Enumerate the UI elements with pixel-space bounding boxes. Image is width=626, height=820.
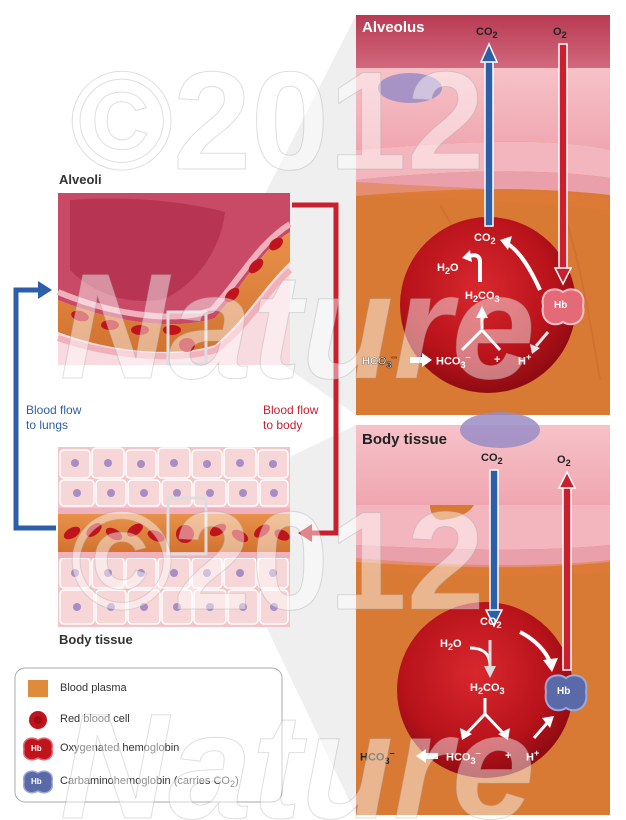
blood-flow-to-lungs-arrow <box>13 281 56 531</box>
tissue-red-blood-cell <box>397 602 573 778</box>
alveoli-overview <box>56 193 293 366</box>
tissue-hco3-out: HCO3– <box>360 748 395 766</box>
blood-flow-to-body-arrow <box>292 202 339 542</box>
tissue-o2-top: O2 <box>557 454 571 469</box>
tissue-co2-top: CO2 <box>481 452 503 467</box>
tissue-panel <box>356 412 610 815</box>
legend-rbc-label: Red blood cell <box>60 713 130 725</box>
alveolus-co2-top: CO2 <box>476 26 498 41</box>
alveolus-panel <box>356 15 610 415</box>
legend-oxy-hb-badge: Hb <box>31 744 42 753</box>
tissue-zoom-box <box>166 496 208 556</box>
tissue-h2o: H2O <box>440 638 462 653</box>
alveolus-title: Alveolus <box>362 19 425 36</box>
tissue-plus: + <box>505 750 512 762</box>
tissue-hco3-in: HCO3– <box>446 748 481 766</box>
legend-plasma-label: Blood plasma <box>60 682 127 694</box>
alveolus-hb-label: Hb <box>554 300 568 311</box>
legend-carb-hb-label: Carbaminohemoglobin (carries CO2) <box>60 775 239 790</box>
tissue-h2co3: H2CO3 <box>470 682 505 697</box>
tissue-h-ion: H+ <box>526 748 540 764</box>
tissue-co2-cell: CO2 <box>480 616 502 631</box>
alveolus-hco3-out: HCO3– <box>362 352 397 370</box>
flow-to-lungs-label: Blood flow to lungs <box>26 403 81 433</box>
tissue-title: Body tissue <box>362 431 448 448</box>
carbaminohemoglobin-icon <box>22 770 54 794</box>
legend-oxy-hb-label: Oxygenated hemoglobin <box>60 742 180 754</box>
alveolus-h2co3: H2CO3 <box>465 290 500 305</box>
legend-carb-hb-badge: Hb <box>31 777 42 786</box>
flow-to-body-label: Blood flow to body <box>263 403 318 433</box>
flow-to-body-line-2: to body <box>263 418 303 432</box>
legend-box <box>14 667 283 803</box>
alveolus-plus: + <box>494 354 501 366</box>
flow-to-lungs-line-2: to lungs <box>26 418 69 432</box>
tissue-hb-label: Hb <box>557 686 571 697</box>
alveoli-zoom-box <box>166 310 208 366</box>
alveolus-h2o: H2O <box>437 262 459 277</box>
alveolus-co2-cell: CO2 <box>474 232 496 247</box>
tissue-carbaminohemoglobin <box>544 674 588 712</box>
alveolus-oxygenated-hemoglobin <box>541 288 585 326</box>
flow-to-body-line-1: Blood flow <box>263 403 319 417</box>
oxygenated-hemoglobin-icon <box>22 737 54 761</box>
alveoli-label: Alveoli <box>59 172 102 187</box>
alveolus-h-ion: H+ <box>518 352 532 368</box>
tissue-overview <box>58 447 290 627</box>
alveolus-o2-top: O2 <box>553 26 567 41</box>
body-tissue-label: Body tissue <box>59 632 133 647</box>
alveolus-hco3-in: HCO3– <box>436 352 471 370</box>
plasma-swatch <box>28 680 48 697</box>
flow-to-lungs-line-1: Blood flow <box>26 403 82 417</box>
